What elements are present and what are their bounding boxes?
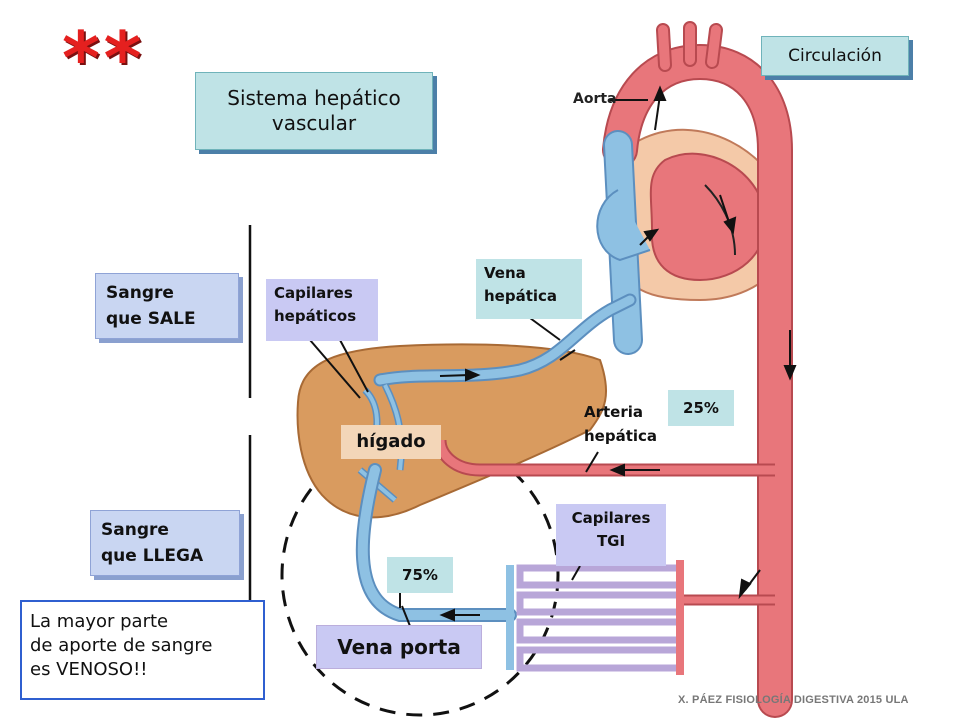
label-capilares-hepaticos-line1: Capilares — [274, 284, 353, 302]
tag-circulacion: Circulación — [761, 36, 909, 76]
percent-portal: 75% — [387, 557, 453, 593]
label-capilares-hepaticos-line2: hepáticos — [274, 307, 357, 325]
side-label-in-line1: Sangre — [101, 520, 169, 540]
side-label-out-line2: que SALE — [106, 309, 196, 329]
label-arteria-hepatica: Arteria hepática — [584, 400, 684, 448]
stars-mark: ** — [62, 16, 146, 100]
title-line1: Sistema hepático — [227, 86, 401, 110]
percent-arterial: 25% — [668, 390, 734, 426]
side-label-out: Sangre que SALE — [95, 273, 239, 339]
note-line2: de aporte de sangre — [30, 635, 213, 656]
label-capilares-tgi-line2: TGI — [596, 532, 626, 550]
label-vena-hepatica-line1: Vena — [484, 264, 526, 282]
label-capilares-tgi-line1: Capilares — [571, 509, 651, 527]
label-arteria-hepatica-line1: Arteria — [584, 403, 644, 421]
gi-capillaries — [506, 560, 775, 675]
note-line3: es VENOSO!! — [30, 659, 148, 680]
label-vena-hepatica: Vena hepática — [476, 259, 582, 319]
footer-credit: X. PÁEZ FISIOLOGÍA DIGESTIVA 2015 ULA — [678, 694, 909, 706]
flow-arrows — [439, 85, 797, 622]
label-aorta: Aorta — [573, 91, 617, 107]
label-vena-porta: Vena porta — [316, 625, 482, 669]
note-box: La mayor parte de aporte de sangre es VE… — [20, 600, 265, 700]
label-higado: hígado — [341, 425, 441, 459]
title-line2: vascular — [271, 111, 357, 135]
heart — [612, 128, 793, 302]
side-label-in: Sangre que LLEGA — [90, 510, 240, 576]
note-line1: La mayor parte — [30, 611, 169, 632]
side-label-out-line1: Sangre — [106, 283, 174, 303]
label-capilares-hepaticos: Capilares hepáticos — [266, 279, 378, 341]
label-arteria-hepatica-line2: hepática — [584, 427, 658, 445]
leader-lines — [309, 99, 648, 627]
label-capilares-tgi: Capilares TGI — [556, 504, 666, 566]
side-label-in-line2: que LLEGA — [101, 546, 204, 566]
label-vena-hepatica-line2: hepática — [484, 287, 558, 305]
